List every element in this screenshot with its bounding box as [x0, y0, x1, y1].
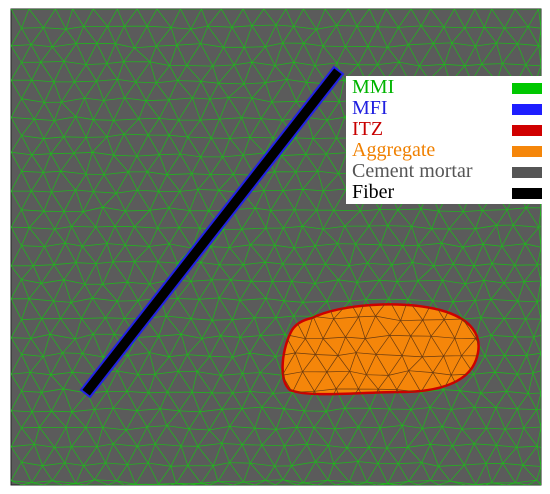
legend-label: Fiber — [352, 181, 395, 203]
legend-item-fiber: Fiber — [352, 182, 542, 203]
legend-label: MFI — [352, 97, 388, 119]
mmi-mesh — [11, 9, 541, 485]
mesh-lines — [11, 9, 541, 485]
legend-swatch — [512, 83, 542, 94]
legend-label: ITZ — [352, 118, 384, 140]
legend-swatch — [512, 104, 542, 115]
legend-item-mfi: MFI — [352, 98, 542, 119]
legend-label: Aggregate — [352, 139, 436, 161]
legend-item-mmi: MMI — [352, 77, 542, 98]
legend-label: Cement mortar — [352, 160, 473, 182]
legend-label: MMI — [352, 76, 395, 98]
legend-item-aggregate: Aggregate — [352, 140, 542, 161]
legend-item-itz: ITZ — [352, 119, 542, 140]
fiber — [79, 65, 345, 399]
legend-swatch — [512, 167, 542, 178]
legend: MMI MFI ITZ Aggregate Cement mortar Fibe… — [346, 76, 544, 204]
legend-item-cement-mortar: Cement mortar — [352, 161, 542, 182]
legend-swatch — [512, 125, 542, 136]
legend-swatch — [512, 146, 542, 157]
legend-swatch — [512, 188, 542, 199]
